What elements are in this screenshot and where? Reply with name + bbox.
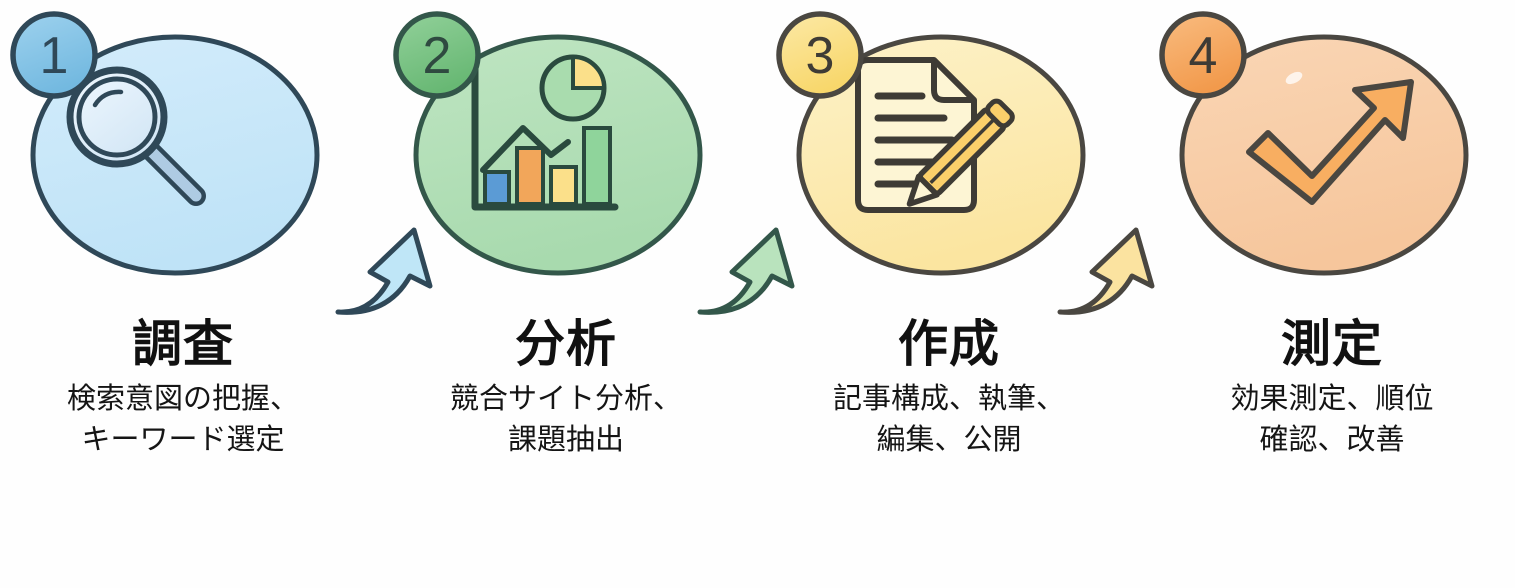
step-4-number-badge: 4: [1159, 11, 1247, 99]
step-1-number: 1: [40, 27, 69, 85]
process-step-1[interactable]: 1 調査 検索意図の把握、 キーワード選定: [0, 0, 366, 588]
chart-bar-3: [549, 165, 578, 206]
process-step-4[interactable]: 4 測定 効果測定、順位 確認、改善: [1149, 0, 1515, 588]
step-1-number-badge: 1: [10, 11, 98, 99]
step-3-desc-line-1: 記事構成、執筆、: [832, 383, 1065, 415]
chart-bar-2: [515, 146, 545, 206]
chart-bar-1: [483, 170, 511, 206]
step-4-description: 効果測定、順位 確認、改善: [1149, 379, 1515, 461]
step-1-desc-line-2: キーワード選定: [81, 424, 285, 457]
step-3-labels: 作成 記事構成、執筆、 編集、公開: [766, 318, 1132, 461]
step-3-title: 作成: [898, 316, 1000, 372]
step-4-labels: 測定 効果測定、順位 確認、改善: [1149, 318, 1515, 461]
step-3-bubble[interactable]: 3: [766, 0, 1132, 300]
trending-up-arrow-icon: [1246, 79, 1414, 205]
step-4-number: 4: [1189, 27, 1218, 85]
step-1-desc-line-1: 検索意図の把握、: [66, 383, 299, 415]
pencil: [906, 98, 1015, 207]
bar-line-pie-chart-icon: [471, 54, 619, 211]
step-1-bubble-graphic: 1: [10, 11, 320, 276]
step-2-desc-line-1: 競合サイト分析、: [449, 383, 682, 415]
step-4-title: 測定: [1281, 316, 1383, 372]
chart-bar-4: [582, 126, 612, 206]
step-2-bubble-graphic: 2: [393, 11, 703, 276]
step-2-number: 2: [423, 27, 452, 85]
step-4-desc-line-2: 確認、改善: [1259, 424, 1405, 457]
step-3-number-badge: 3: [776, 11, 864, 99]
step-1-bubble[interactable]: 1: [0, 0, 366, 300]
step-2-title: 分析: [515, 316, 617, 372]
step-1-labels: 調査 検索意図の把握、 キーワード選定: [0, 318, 366, 461]
document-pencil-icon: [855, 57, 1015, 213]
process-step-2[interactable]: 2 分析 競合サイト分析、 課題抽出: [383, 0, 749, 588]
step-3-desc-line-2: 編集、公開: [876, 424, 1022, 457]
step-2-number-badge: 2: [393, 11, 481, 99]
step-4-bubble-graphic: 4: [1159, 11, 1469, 276]
step-1-description: 検索意図の把握、 キーワード選定: [0, 379, 366, 461]
step-4-desc-line-1: 効果測定、順位: [1230, 383, 1434, 415]
gloss-highlight: [1285, 71, 1303, 85]
step-2-description: 競合サイト分析、 課題抽出: [383, 379, 749, 461]
step-2-desc-line-2: 課題抽出: [507, 424, 624, 457]
step-4-bubble[interactable]: 4: [1149, 0, 1515, 300]
pie-slice: [571, 54, 607, 90]
process-step-3[interactable]: 3 作成 記事構成、執筆、 編集、公開: [766, 0, 1132, 588]
step-3-bubble-graphic: 3: [776, 11, 1086, 276]
document-fold: [931, 60, 974, 103]
step-2-bubble[interactable]: 2: [383, 0, 749, 300]
magnifying-glass-icon: [66, 66, 206, 206]
step-3-description: 記事構成、執筆、 編集、公開: [766, 379, 1132, 461]
step-1-title: 調査: [132, 316, 234, 372]
step-2-labels: 分析 競合サイト分析、 課題抽出: [383, 318, 749, 461]
step-3-number: 3: [806, 27, 835, 85]
